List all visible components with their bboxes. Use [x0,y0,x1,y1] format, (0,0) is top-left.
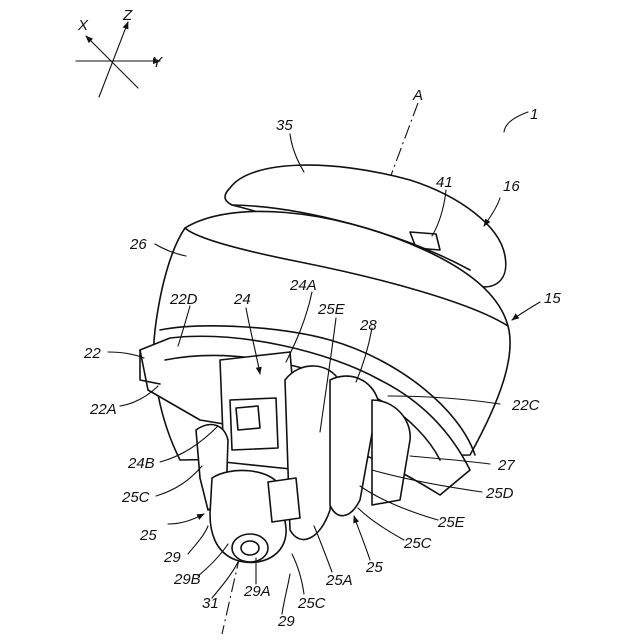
label-24b: 24B [127,455,155,472]
label-41: 41 [436,174,453,191]
label-16: 16 [503,178,520,195]
label-25c-right: 25C [403,535,432,552]
label-24: 24 [233,291,251,308]
label-29-left: 29 [163,549,181,566]
label-31: 31 [202,595,219,612]
label-26: 26 [129,236,147,253]
label-15: 15 [544,290,561,307]
label-29-bottom: 29 [277,613,295,630]
label-29b: 29B [173,571,201,588]
label-25c-left: 25C [121,489,150,506]
axis-a-label: A [412,87,423,104]
label-22a: 22A [89,401,117,418]
label-25e-right: 25E [437,514,466,531]
label-24a: 24A [289,277,317,294]
label-28: 28 [359,317,377,334]
axis-label-y: Y [152,54,163,71]
device-body [140,165,510,562]
label-27: 27 [497,457,515,474]
label-1: 1 [530,106,538,123]
central-axis-top [390,103,418,178]
label-25e-top: 25E [317,301,346,318]
axis-label-x: X [77,17,89,34]
orifice-31 [241,541,259,555]
label-22c: 22C [511,397,540,414]
x-axis-arrow [86,36,138,88]
label-25-left: 25 [139,527,157,544]
label-22: 22 [83,345,101,362]
label-22d: 22D [169,291,198,308]
label-25c-bottom: 25C [297,595,326,612]
axis-label-z: Z [122,7,133,24]
label-25a: 25A [325,572,353,589]
z-axis-arrow [99,22,128,97]
label-25d: 25D [485,485,514,502]
label-29a: 29A [243,583,271,600]
label-25-right: 25 [365,559,383,576]
coordinate-axes: X Z Y [76,7,163,97]
label-35: 35 [276,117,293,134]
central-axis-bottom [222,555,240,634]
